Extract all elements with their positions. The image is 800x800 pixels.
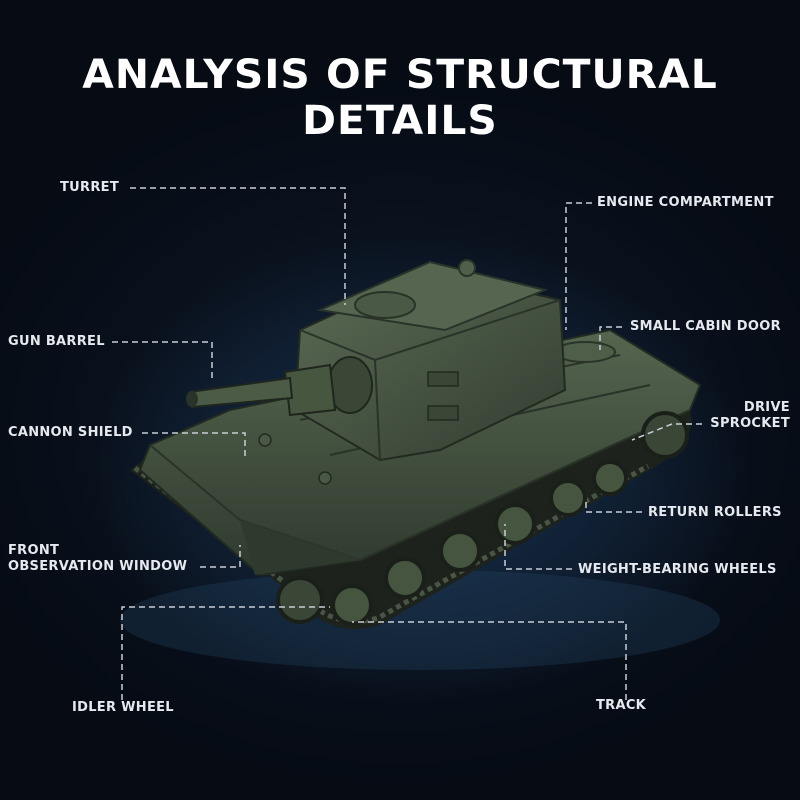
turret-label: TURRET <box>60 180 119 195</box>
gun <box>186 356 373 417</box>
drive-sprocket-label-line1: DRIVE <box>743 400 790 415</box>
track-label: TRACK <box>596 698 647 713</box>
turret <box>293 259 567 462</box>
weight-bearing-wheels-label: WEIGHT-BEARING WHEELS <box>578 562 777 577</box>
gun-barrel-label: GUN BARREL <box>8 334 105 349</box>
idler-wheel-label: IDLER WHEEL <box>72 700 174 715</box>
front-observation-window-label-line1: FRONT <box>8 543 60 558</box>
page-title: ANALYSIS OF STRUCTURAL DETAILS <box>82 52 718 144</box>
drive-sprocket-label-line2: SPROCKET <box>710 416 790 431</box>
front-observation-window-label-line2: OBSERVATION WINDOW <box>8 559 188 574</box>
front-observation-window-label: FRONT OBSERVATION WINDOW <box>8 543 187 575</box>
drive-sprocket-label: DRIVE SPROCKET <box>680 400 790 432</box>
return-rollers-label: RETURN ROLLERS <box>648 505 782 520</box>
cannon-shield-label: CANNON SHIELD <box>8 425 133 440</box>
small-cabin-door-label: SMALL CABIN DOOR <box>630 319 781 334</box>
leader-lines <box>112 187 702 700</box>
front-observation-window <box>258 433 272 447</box>
engine-compartment-label: ENGINE COMPARTMENT <box>597 195 774 210</box>
